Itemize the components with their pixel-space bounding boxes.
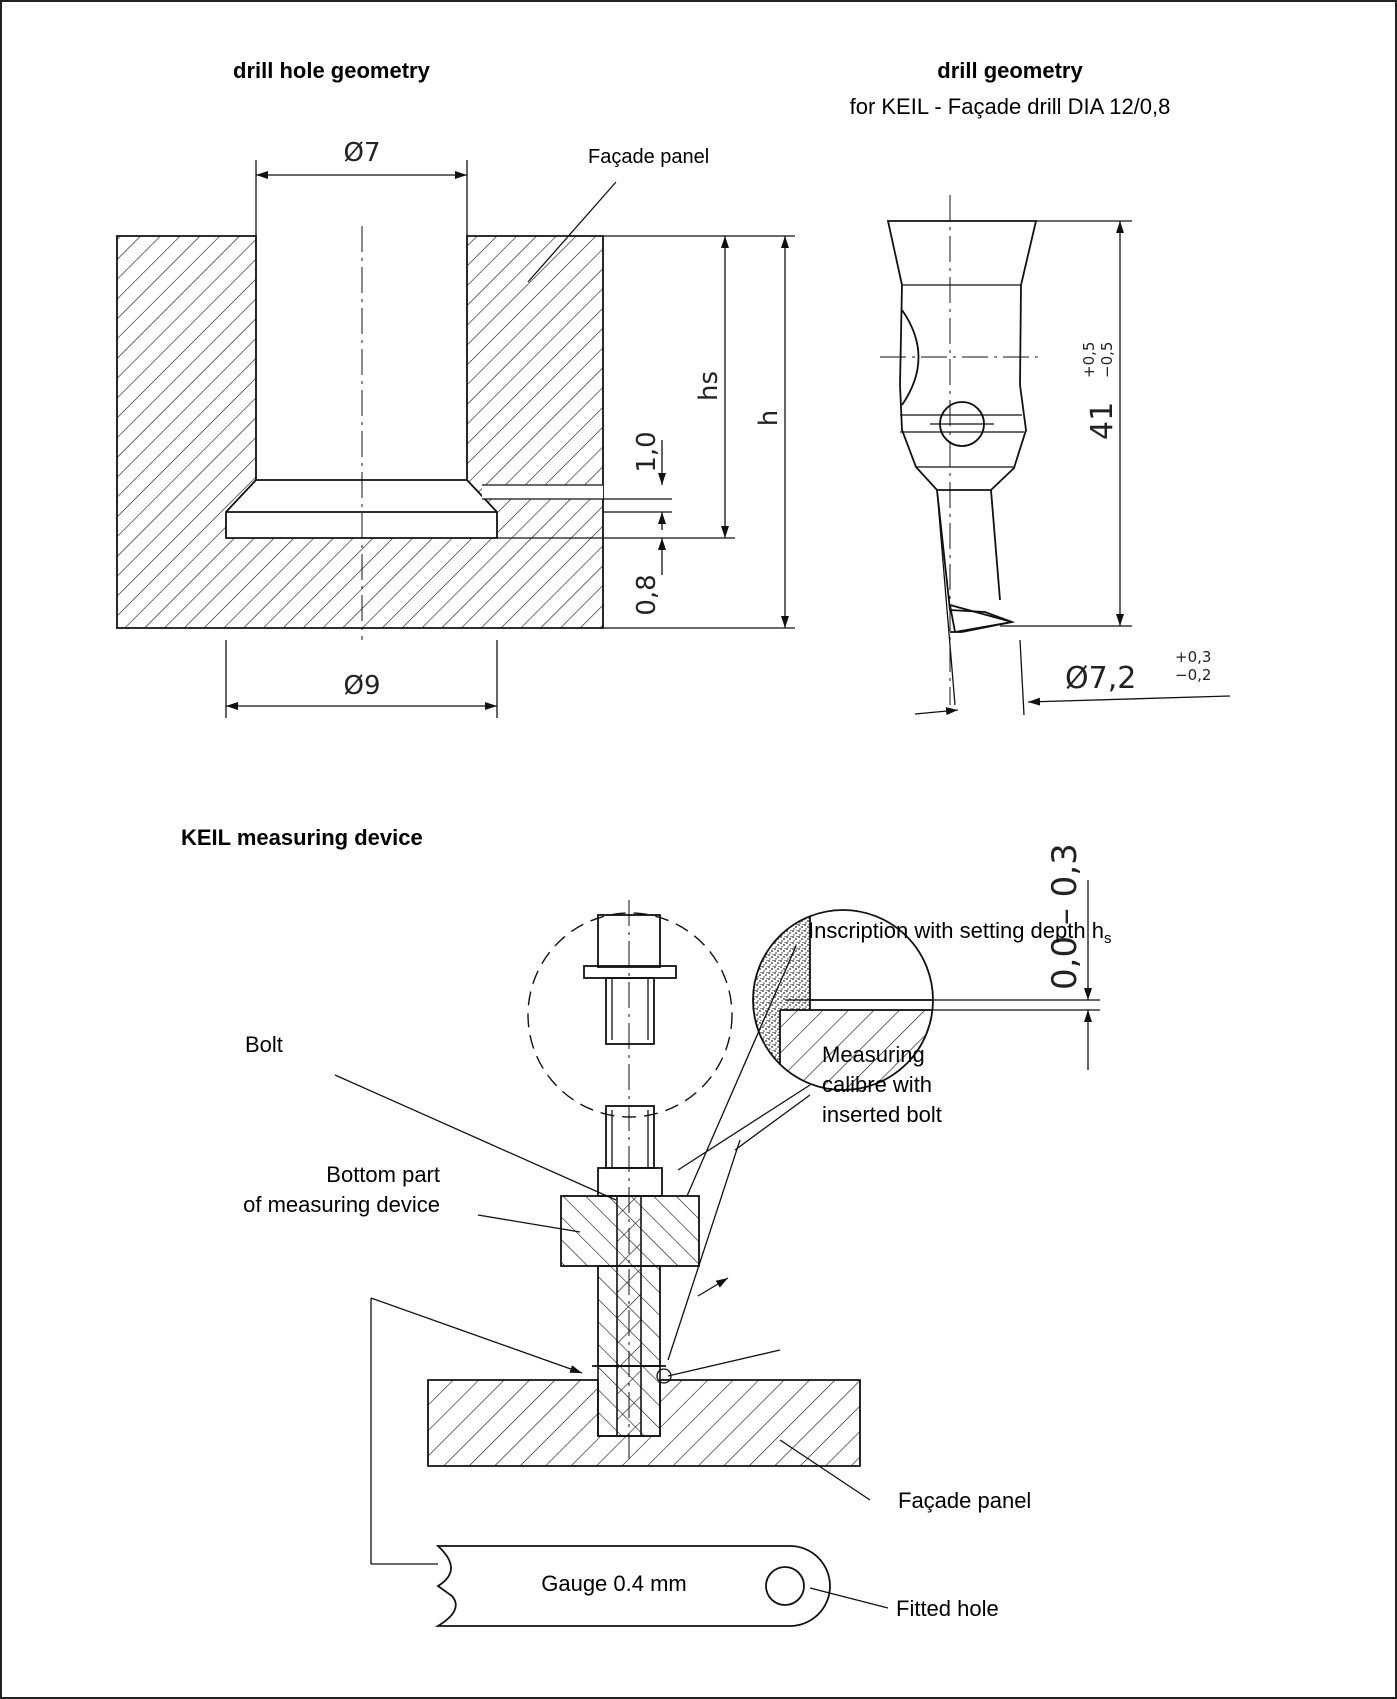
device-bottom-line1: Bottom part [326,1162,440,1187]
device-dashed-circle [527,912,733,1118]
hole-title: drill hole geometry [233,58,431,83]
device-top-bolt-head [597,914,661,968]
hole-gap-strip [482,485,603,499]
drill-length-main: 41 [1085,402,1120,440]
device-bolt-label: Bolt [245,1032,283,1057]
drill-length-tol-minus: −0,5 [1098,342,1116,378]
device-title: KEIL measuring device [181,825,423,850]
hole-panel-label: Façade panel [588,146,709,168]
hole-dim-0-8: 0,8 [632,574,662,615]
drill-tip [948,603,1013,634]
device-calibre-leader-2 [734,1094,811,1151]
device-tolerance: 0,0 – 0,3 [1045,843,1085,990]
hole-dim-top: Ø7 [343,138,380,168]
device-bottom-line2: of measuring device [243,1192,440,1217]
hole-panel-leader [527,181,617,283]
hole-dim-h: h [754,410,784,426]
device-calibre-line2: calibre with [822,1072,932,1097]
device-bottom-leader [477,1214,581,1233]
drill-geometry: drill geometry for KEIL - Façade drill D… [850,58,1231,716]
device-panel-label: Façade panel [898,1488,1031,1513]
measuring-device: KEIL measuring device [181,825,1111,1627]
device-inscription-label: Inscription with setting depth hs [808,918,1111,947]
drill-dia-tol-plus: +0,3 [1175,648,1211,666]
hole-panel-section [116,235,604,629]
device-gauge-label: Gauge 0.4 mm [541,1571,687,1596]
drill-dia-main: Ø7,2 [1065,661,1136,696]
device-panel-leader [779,1439,871,1501]
drill-length-tol-plus: +0,5 [1080,342,1098,378]
device-gauge: Gauge 0.4 mm [370,1297,831,1627]
hole-dim-1-0: 1,0 [632,431,662,472]
device-fitted-hole-label: Fitted hole [896,1596,999,1621]
drill-hole-geometry: drill hole geometry Ø7 Ø9 1,0 [116,58,795,718]
device-top-bolt-thread [605,977,655,1045]
drill-shank [936,489,1016,633]
device-calibre-line3: inserted bolt [822,1102,942,1127]
device-bolt-leader [334,1074,617,1201]
device-fitted-hole-leader [809,1587,889,1609]
hole-dim-hs: hs [694,371,724,401]
device-inscription-leader [686,945,797,1197]
hole-dim-bottom: Ø9 [343,671,380,701]
drill-subtitle: for KEIL - Façade drill DIA 12/0,8 [850,94,1171,119]
device-calibre-leader-1 [677,1084,811,1171]
device-calibre-line1: Measuring [822,1042,925,1067]
drill-title: drill geometry [937,58,1083,83]
drill-dia-tol-minus: −0,2 [1175,666,1211,684]
drill-body [886,220,1038,491]
